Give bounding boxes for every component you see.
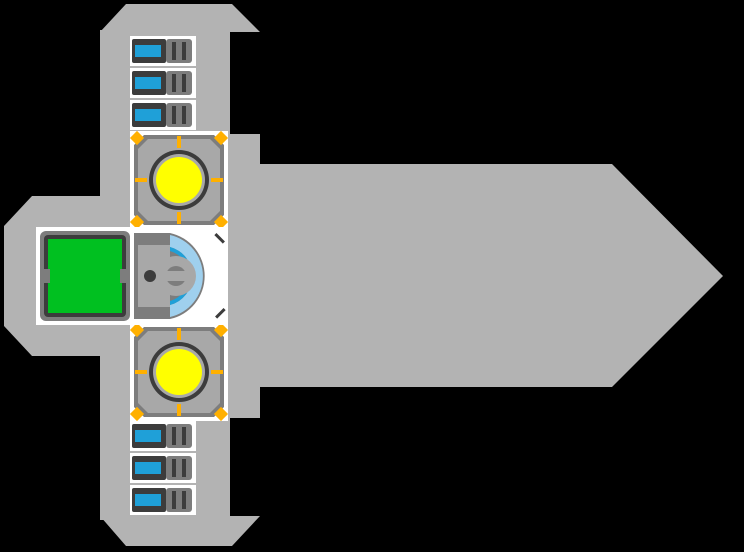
cargo-container-icon[interactable]	[36, 227, 134, 325]
thruster-pod-icon[interactable]	[130, 68, 196, 98]
thruster-pod-icon[interactable]	[130, 36, 196, 66]
thruster-group-lower	[130, 421, 196, 515]
thruster-pod-icon[interactable]	[130, 421, 196, 451]
thruster-group-upper	[130, 36, 196, 130]
thruster-pod-icon[interactable]	[130, 485, 196, 515]
thruster-pod-icon[interactable]	[130, 100, 196, 130]
reactor-core-icon[interactable]	[129, 322, 229, 422]
thruster-pod-icon[interactable]	[130, 453, 196, 483]
hull-forward-body	[200, 164, 723, 387]
cockpit-dome-icon[interactable]	[130, 227, 228, 325]
reactor-core-icon[interactable]	[129, 130, 229, 230]
